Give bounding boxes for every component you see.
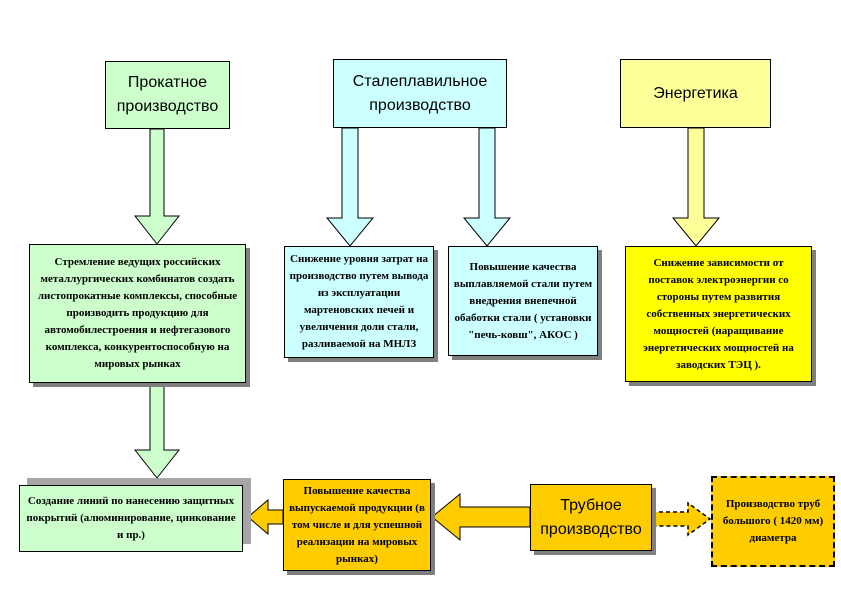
- large-pipe-production-text: Производство труб большого ( 1420 мм) ди…: [722, 498, 824, 544]
- energy-label: Энергетика: [653, 84, 738, 102]
- arrow-pipe-right-dashed: [651, 501, 712, 537]
- arrow-pipe-left: [431, 492, 531, 542]
- steel-quality-text: Повышение качества выплавляемой стали пу…: [453, 260, 593, 341]
- pipe-production-node: Трубное производство: [530, 484, 652, 551]
- rolling-production-node: Прокатное производство: [105, 61, 230, 129]
- arrow-quality-left: [247, 498, 284, 536]
- arrow-steelmaking-right-down: [462, 127, 512, 247]
- product-quality-text: Повышение качества выпускаемой продукции…: [289, 484, 425, 565]
- cost-reduction-text: Снижение уровня затрат на производство п…: [289, 253, 429, 350]
- pipe-production-label: Трубное производство: [540, 496, 642, 538]
- rolling-goal-text: Стремление ведущих российских металлурги…: [37, 256, 238, 370]
- rolling-production-label: Прокатное производство: [116, 74, 219, 115]
- energy-independence-text: Снижение зависимости от поставок электро…: [643, 256, 794, 371]
- cost-reduction-node: Снижение уровня затрат на производство п…: [284, 246, 434, 358]
- steelmaking-production-node: Сталеплавильное производство: [333, 59, 507, 128]
- steelmaking-production-label: Сталеплавильное производство: [352, 72, 488, 114]
- arrow-steelmaking-left-down: [325, 127, 375, 247]
- arrow-energy-down: [671, 127, 721, 247]
- product-quality-node: Повышение качества выпускаемой продукции…: [283, 479, 431, 571]
- coating-lines-node: Создание линий по нанесению защитных пок…: [19, 485, 243, 552]
- energy-independence-node: Снижение зависимости от поставок электро…: [625, 246, 812, 382]
- arrow-rolling-down: [133, 128, 181, 245]
- energy-node: Энергетика: [620, 59, 771, 128]
- coating-lines-text: Создание линий по нанесению защитных пок…: [26, 495, 236, 541]
- large-pipe-production-node: Производство труб большого ( 1420 мм) ди…: [711, 476, 835, 567]
- rolling-goal-node: Стремление ведущих российских металлурги…: [29, 244, 246, 383]
- steel-quality-node: Повышение качества выплавляемой стали пу…: [448, 246, 598, 356]
- arrow-rolling-goal-down: [133, 382, 181, 479]
